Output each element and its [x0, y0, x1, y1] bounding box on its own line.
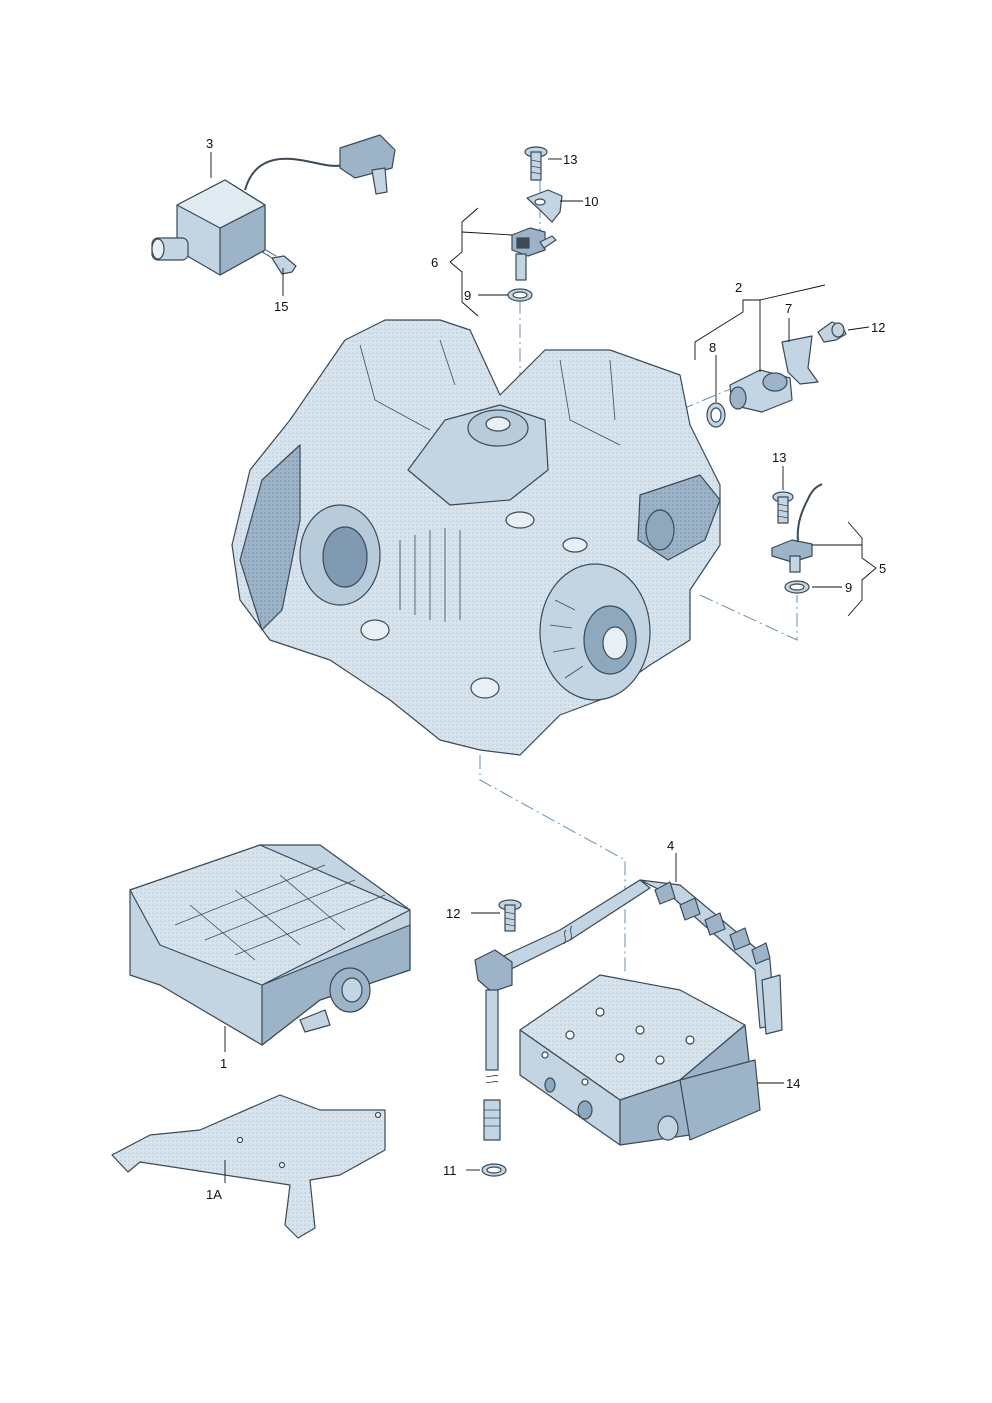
- callout-13-right: 13: [772, 450, 786, 465]
- part-13-bolt-top: [524, 146, 548, 181]
- callout-10: 10: [584, 194, 598, 209]
- part-6-sensor: [511, 227, 557, 281]
- part-13-bolt-right: [772, 491, 794, 524]
- part-1-control-unit: [129, 844, 411, 1046]
- part-2-sensor: [729, 369, 793, 413]
- callout-13-top: 13: [563, 152, 577, 167]
- part-7-bracket: [781, 335, 819, 385]
- callout-9-right: 9: [845, 580, 852, 595]
- callout-labels: 1 1A 2 3 4 5 6 7 8 9 9 10 11 12 12 13 13…: [206, 136, 886, 1202]
- part-14-valve-body: [519, 974, 761, 1146]
- part-4-wiring-harness: [474, 879, 783, 1141]
- callout-3: 3: [206, 136, 213, 151]
- part-5-sensor: [771, 483, 823, 573]
- callout-12-right: 12: [871, 320, 885, 335]
- callout-6: 6: [431, 255, 438, 270]
- callout-1: 1: [220, 1056, 227, 1071]
- callout-5: 5: [879, 561, 886, 576]
- callout-7: 7: [785, 301, 792, 316]
- part-3-sensor-module: [151, 134, 396, 276]
- part-11-oring: [481, 1163, 507, 1177]
- part-15-bolt: [261, 249, 297, 275]
- callout-14: 14: [786, 1076, 800, 1091]
- callout-12-lower: 12: [446, 906, 460, 921]
- part-1a-bracket: [111, 1094, 386, 1239]
- callout-1a: 1A: [206, 1187, 222, 1202]
- callout-2: 2: [735, 280, 742, 295]
- part-9-oring-top: [507, 288, 533, 302]
- callout-8: 8: [709, 340, 716, 355]
- callout-9-top: 9: [464, 288, 471, 303]
- part-12-bolt-lower: [498, 899, 522, 932]
- leader-lines: [210, 152, 877, 1183]
- callout-15: 15: [274, 299, 288, 314]
- part-10-bracket: [526, 189, 563, 223]
- part-12-bolt-right: [817, 321, 847, 343]
- part-8-oring: [706, 402, 726, 428]
- transmission-housing: [231, 319, 721, 756]
- part-9-oring-right: [784, 580, 810, 594]
- callout-11: 11: [443, 1163, 457, 1178]
- callout-4: 4: [667, 838, 674, 853]
